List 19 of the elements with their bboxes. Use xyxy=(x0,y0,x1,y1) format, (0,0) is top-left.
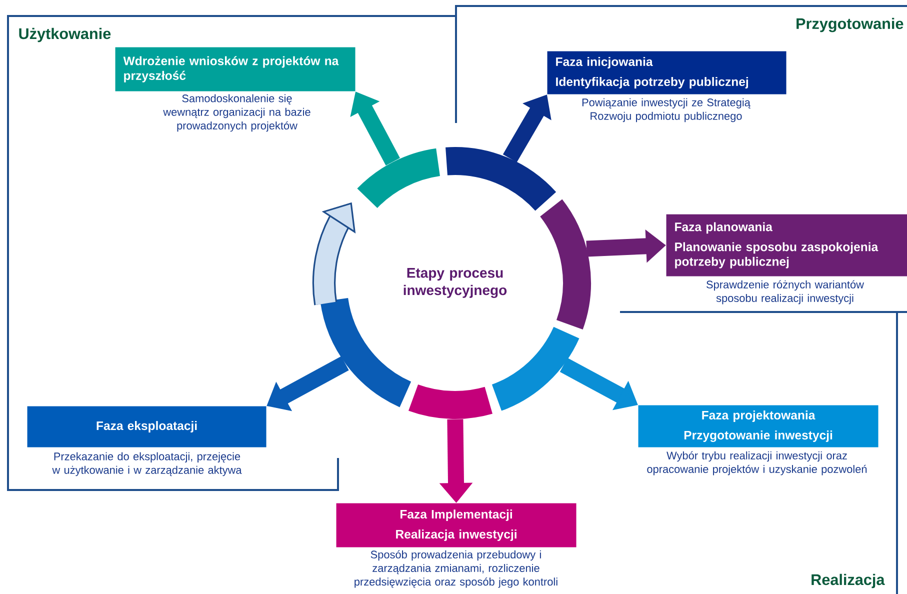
ring-segment xyxy=(492,326,580,411)
center-title: Etapy procesu inwestycyjnego xyxy=(404,268,507,298)
phase-box: Faza eksploatacji xyxy=(27,406,266,448)
phase-caption: Sposób prowadzenia przebudowy i zarządzania zmianami, rozliczenie przedsięwzięcia oraz sposób jego kontroli xyxy=(354,550,558,588)
region-heading: Realizacja xyxy=(812,574,885,588)
ring-segment xyxy=(446,147,556,212)
region-heading: Przygotowanie xyxy=(796,18,904,32)
phase-caption: Wybór trybu realizacji inwestycji oraz opracowanie projektów i uzyskanie pozwoleń xyxy=(647,451,867,476)
ring-segment xyxy=(540,200,591,329)
phase-caption: Samodoskonalenie się wewnątrz organizacji na bazie prowadzonych projektów xyxy=(163,94,310,132)
phase-caption: Przekazanie do eksploatacji, przejęcie w użytkowanie i w zarządzanie aktywa xyxy=(52,452,242,476)
phase-box: Faza planowania Planowanie sposobu zaspokojenia potrzeby publicznej xyxy=(666,214,907,276)
phase-caption: Sprawdzenie różnych wariantów sposobu realizacji inwestycji xyxy=(706,280,864,304)
phase-box: Faza projektowania Przygotowanie inwestycji xyxy=(638,405,878,448)
phase-box: Wdrożenie wniosków z projektów na przyszłość xyxy=(115,47,356,92)
phase-caption: Powiązanie inwestycji ze Strategią Rozwoju podmiotu publicznego xyxy=(582,98,750,122)
region-heading: Użytkowanie xyxy=(19,28,111,42)
phase-box: Faza inicjowania Identyfikacja potrzeby publicznej xyxy=(547,51,786,94)
ring-segment xyxy=(408,384,492,419)
